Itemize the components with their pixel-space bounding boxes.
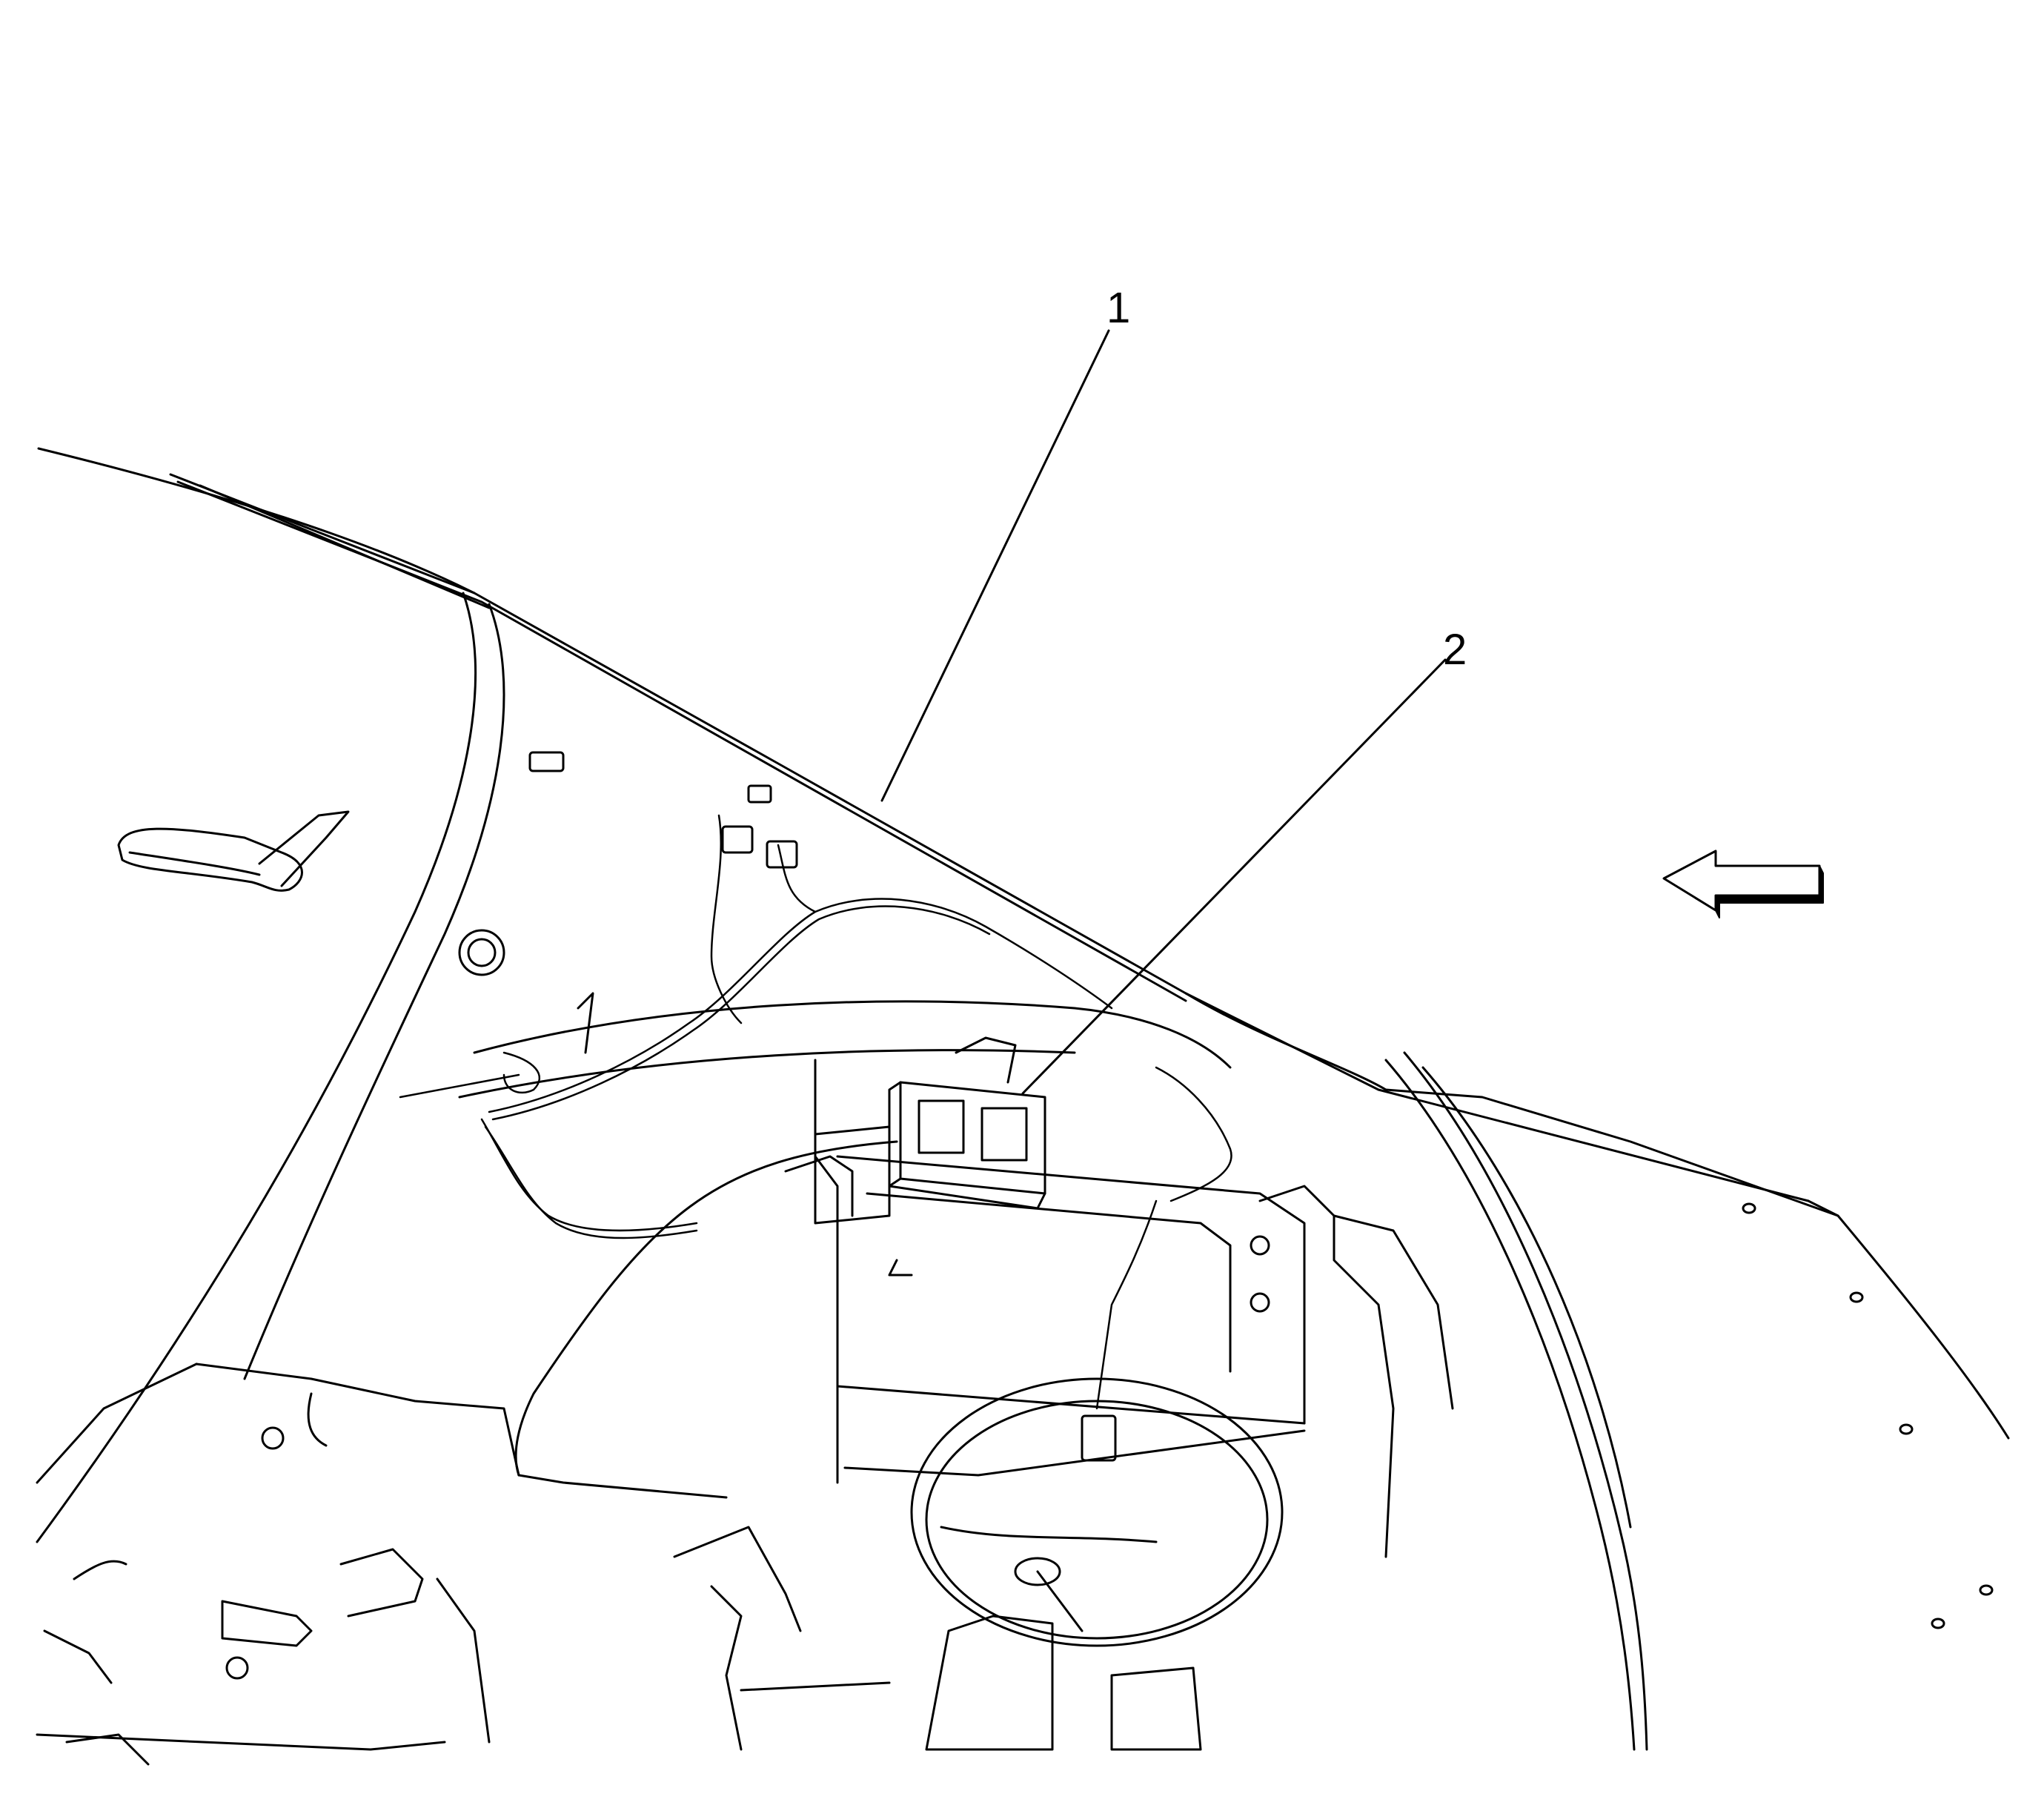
left-body-panel [36,592,898,1543]
right-quarter-panel [1184,992,2010,1751]
lower-left-floor [36,1363,520,1766]
module-box [814,1036,1046,1225]
roof-panel [37,447,1810,1202]
rear-bulkhead-structure [458,1000,1454,1558]
callout-label-1: 1 [1106,284,1131,332]
wiring-harness [399,814,1232,1410]
callout-label-2: 2 [1443,626,1467,674]
antenna-fin [117,810,350,892]
callout-1-leader [880,329,1110,802]
connectors [225,751,1270,1680]
spare-tire-well [910,1377,1284,1647]
callout-leaders [880,329,1447,1095]
callout-2-leader [1021,658,1447,1095]
arrow-left-icon [1662,850,1824,918]
lower-center-components [673,1526,1202,1751]
